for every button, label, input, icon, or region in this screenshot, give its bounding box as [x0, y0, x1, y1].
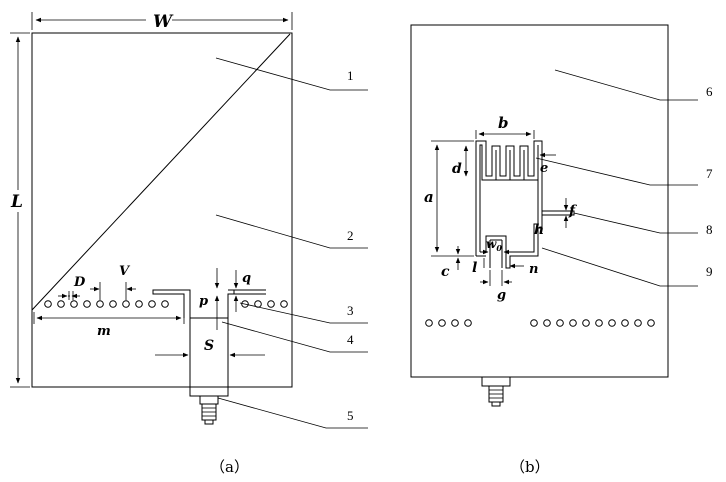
- callout-5: 5: [347, 408, 354, 423]
- caption-b: （b）: [510, 458, 550, 476]
- dim-q-label: q: [242, 271, 251, 286]
- via-row-right: [242, 301, 288, 308]
- callout-8: 8: [706, 222, 713, 237]
- dim-d-label-b: d: [452, 161, 462, 177]
- callout-6: 6: [706, 84, 713, 99]
- dim-w-label: W: [153, 12, 174, 32]
- dim-w0-label: w0: [486, 237, 502, 253]
- leader-6: [555, 70, 698, 100]
- dim-c-label: c: [441, 264, 450, 280]
- leader-5: [218, 398, 368, 428]
- dim-v-label: V: [119, 264, 131, 279]
- feed-strip: [190, 318, 228, 396]
- panel-b: b a d e f h c w0 l n: [411, 25, 713, 476]
- leader-9: [542, 248, 698, 286]
- dim-h-label: h: [534, 222, 544, 238]
- board-a-outline: [32, 33, 292, 387]
- dim-l-label: L: [10, 192, 23, 212]
- caption-a: （a）: [210, 458, 249, 476]
- feed-left-tab: [153, 290, 190, 318]
- leader-7: [536, 158, 698, 185]
- feed-right-tab: [228, 290, 234, 318]
- callout-3: 3: [347, 303, 354, 318]
- dim-g-label: g: [497, 288, 506, 303]
- board-b-outline: [411, 25, 668, 377]
- callout-1: 1: [347, 68, 354, 83]
- dim-b-label: b: [498, 114, 509, 132]
- callout-4: 4: [347, 332, 354, 347]
- callout-7: 7: [706, 166, 713, 181]
- via-row-b-right: [531, 320, 655, 327]
- sma-connector-b: [482, 377, 510, 406]
- sma-connector-a: [200, 396, 218, 424]
- via-row-b-left: [426, 320, 472, 327]
- dim-p-label: p: [199, 294, 208, 309]
- callout-9: 9: [706, 264, 713, 279]
- dim-f-label: f: [568, 203, 578, 219]
- dim-m-label: m: [97, 324, 111, 339]
- callout-2: 2: [347, 228, 354, 243]
- panel-a: W L: [8, 10, 368, 476]
- diagonal-edge: [32, 34, 290, 310]
- dim-s-label: S: [204, 338, 214, 354]
- dim-e-label: e: [540, 161, 548, 176]
- dim-d-label: D: [73, 275, 86, 290]
- via-row-left: [45, 301, 169, 308]
- leader-8: [574, 213, 698, 233]
- dim-l-label-b: l: [472, 260, 477, 276]
- dim-n-label: n: [529, 262, 538, 277]
- dim-a-label: a: [424, 188, 434, 206]
